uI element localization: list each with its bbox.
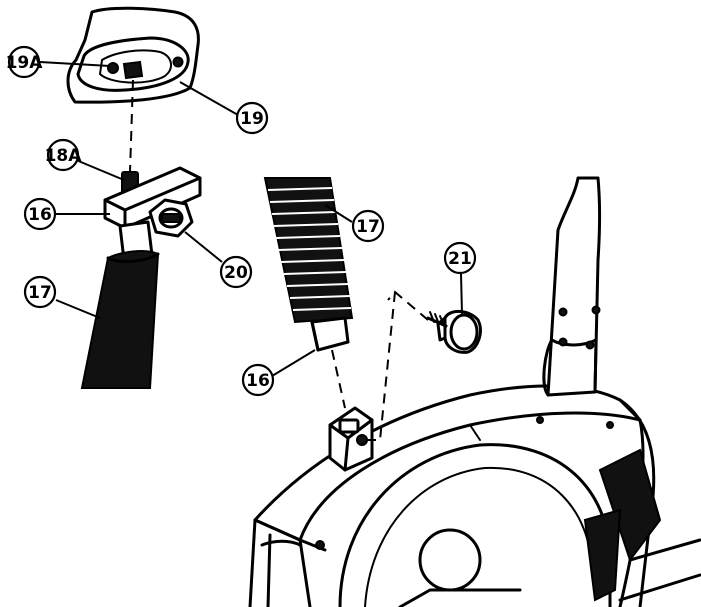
callout-16-right: 16 <box>241 349 316 397</box>
callout-label-16-right: 16 <box>246 371 270 391</box>
callout-18a: 18A <box>45 138 125 181</box>
callout-17-left: 17 <box>23 275 101 319</box>
coiled-seat-post <box>263 177 354 409</box>
callout-label-20: 20 <box>224 263 248 283</box>
callout-20: 20 <box>184 231 253 289</box>
seat-tube-clamp <box>328 406 374 472</box>
callout-label-17-left: 17 <box>28 283 52 303</box>
callout-label-18a: 18A <box>45 146 83 166</box>
callout-label-21: 21 <box>448 249 472 269</box>
callout-21: 21 <box>443 241 477 315</box>
foam-seat-post <box>80 250 160 389</box>
callout-17-right: 17 <box>324 204 385 243</box>
callout-label-16-left: 16 <box>28 205 52 225</box>
bike-frame <box>248 384 701 607</box>
callout-label-19: 19 <box>240 109 264 129</box>
knob-nut <box>148 198 194 238</box>
callout-19: 19 <box>179 81 269 135</box>
handlebar-post <box>542 176 601 397</box>
callout-19a: 19A <box>6 45 111 79</box>
callout-label-17-right: 17 <box>356 217 380 237</box>
adjustment-knob <box>366 290 482 441</box>
callout-label-19a: 19A <box>6 53 44 73</box>
callout-16-left: 16 <box>23 197 110 231</box>
seat <box>66 6 200 104</box>
